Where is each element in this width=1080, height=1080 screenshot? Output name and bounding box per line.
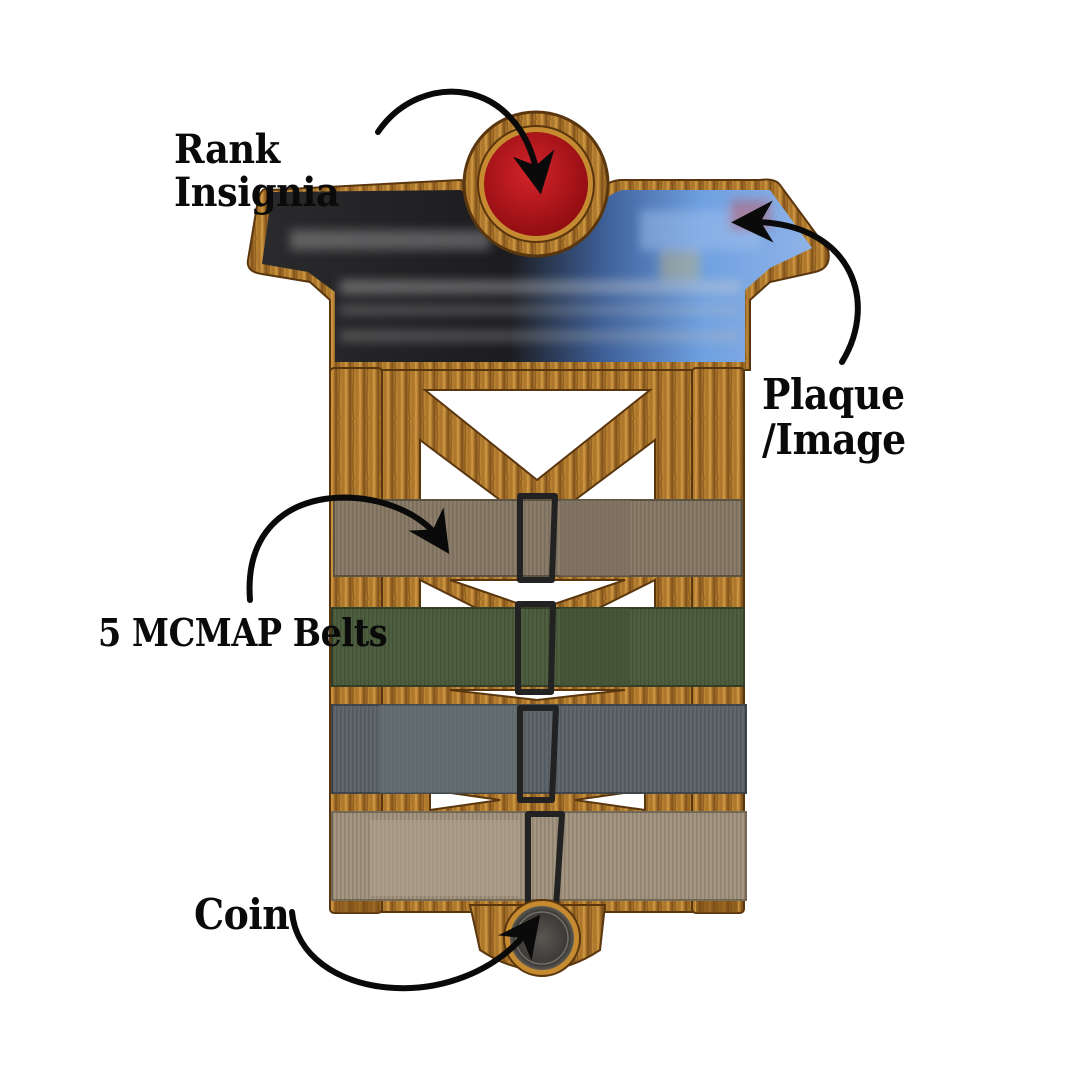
label-plaque-line2: /Image bbox=[762, 415, 906, 465]
challenge-coin bbox=[503, 899, 581, 977]
arrow-coin bbox=[289, 909, 541, 992]
label-rank-insignia: Rank Insignia bbox=[174, 126, 340, 217]
label-rank-line1: Rank bbox=[174, 126, 280, 173]
belt-khaki bbox=[331, 811, 747, 901]
rank-insignia bbox=[462, 110, 610, 258]
label-mcmap-belts: 5 MCMAP Belts bbox=[98, 610, 388, 655]
label-coin: Coin bbox=[194, 890, 290, 939]
belt-tan bbox=[333, 499, 743, 577]
label-belts-text: 5 MCMAP Belts bbox=[98, 610, 388, 655]
label-coin-text: Coin bbox=[194, 890, 290, 939]
arrow-rank bbox=[375, 88, 555, 195]
arrow-belts bbox=[246, 494, 450, 603]
arrow-plaque bbox=[731, 200, 861, 365]
mcmap-belts bbox=[331, 493, 747, 911]
label-plaque-line1: Plaque bbox=[762, 370, 905, 419]
plaque-image-area bbox=[262, 190, 812, 362]
callout-arrows bbox=[246, 88, 861, 992]
label-plaque-image: Plaque /Image bbox=[762, 372, 906, 463]
label-rank-line2: Insignia bbox=[174, 169, 340, 217]
belt-green bbox=[331, 607, 745, 687]
belt-gray bbox=[331, 704, 747, 794]
